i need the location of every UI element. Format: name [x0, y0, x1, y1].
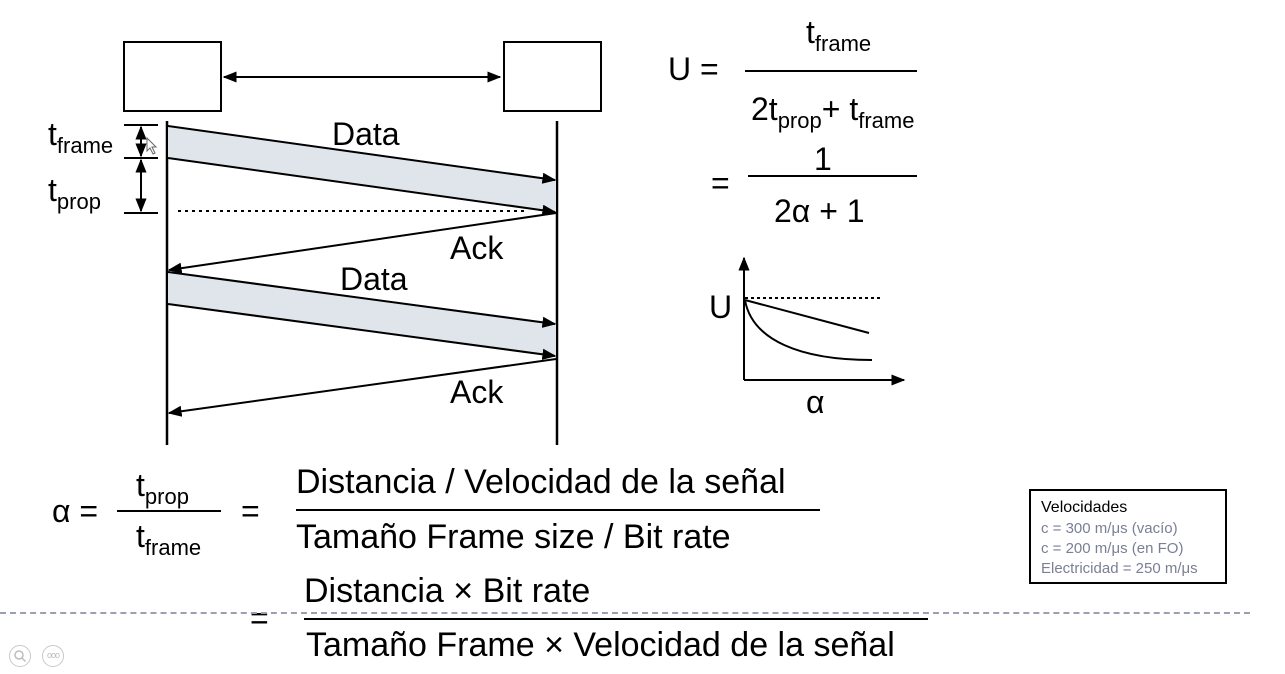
velocities-legend: Velocidades c = 300 m/μs (vacío) c = 200… — [1029, 489, 1227, 584]
legend-line-2: c = 200 m/μs (en FO) — [1041, 540, 1184, 557]
zoom-button[interactable] — [9, 645, 31, 667]
data-frame-band-1 — [168, 126, 556, 212]
u-den-frame-sub: frame — [858, 108, 915, 133]
u-fraction-line-2 — [748, 175, 917, 177]
alpha-denominator-2: Tamaño Frame × Velocidad de la señal — [306, 626, 895, 664]
slide-separator — [0, 612, 1250, 614]
legend-title: Velocidades — [1041, 499, 1128, 516]
more-dots-icon: ooo — [46, 650, 60, 660]
alpha-numerator-1: Distancia / Velocidad de la señal — [296, 463, 786, 501]
mini-chart-x-label: α — [806, 384, 825, 420]
data-label-1: Data — [332, 116, 400, 152]
mini-chart-y-label: U — [709, 289, 733, 325]
magnifier-icon — [14, 650, 27, 663]
u-equals: U = — [668, 51, 719, 87]
u-den-plus-t: + t — [821, 91, 859, 127]
u-num-t: t — [806, 14, 815, 50]
t-prop-label: tprop — [48, 172, 101, 213]
alpha-den-sub: frame — [144, 535, 202, 560]
alpha-denominator: tframe — [136, 518, 201, 559]
data-frame-band-2 — [168, 272, 556, 357]
station-a-box — [123, 41, 222, 112]
legend-line-1: c = 300 m/μs (vacío) — [1041, 520, 1178, 537]
u-numerator: tframe — [806, 14, 871, 55]
alpha-den-t: t — [136, 518, 145, 554]
ack-label-2: Ack — [450, 374, 504, 410]
t-prop-subscript: prop — [56, 189, 101, 214]
u-fraction-line-1 — [745, 70, 917, 72]
station-b-box — [503, 41, 602, 112]
t-frame-symbol: t — [48, 116, 57, 152]
u-equals-2: = — [711, 165, 730, 201]
alpha-fraction-line-2 — [296, 509, 820, 511]
ack-arrow-2 — [167, 358, 557, 417]
data-label-2: Data — [340, 261, 408, 297]
mouse-cursor-icon — [146, 136, 158, 155]
u-den-prop-sub: prop — [777, 108, 822, 133]
u-numerator-2: 1 — [814, 141, 832, 177]
alpha-num-t: t — [136, 467, 145, 503]
alpha-num-sub: prop — [144, 484, 189, 509]
alpha-equals: α = — [52, 493, 99, 529]
mini-chart-linear-curve — [744, 299, 870, 334]
u-denominator: 2tprop+ tframe — [751, 91, 914, 132]
alpha-denominator-1: Tamaño Frame size / Bit rate — [296, 518, 731, 556]
ack-label-1: Ack — [450, 230, 504, 266]
alpha-numerator-2: Distancia × Bit rate — [304, 572, 591, 610]
u-num-sub: frame — [814, 31, 872, 56]
more-options-button[interactable]: ooo — [42, 645, 64, 667]
alpha-numerator: tprop — [136, 467, 189, 508]
alpha-fraction-line — [117, 510, 221, 512]
alpha-equals-3: = — [250, 600, 269, 636]
u-denominator-2: 2α + 1 — [774, 193, 865, 229]
t-prop-symbol: t — [48, 172, 57, 208]
alpha-fraction-line-3 — [304, 618, 928, 620]
ack-arrow-1 — [167, 212, 557, 274]
mini-chart-decay-curve — [744, 299, 873, 361]
t-frame-subscript: frame — [56, 133, 114, 158]
u-den-2t: 2t — [751, 91, 778, 127]
alpha-equals-2: = — [241, 493, 260, 529]
t-frame-label: tframe — [48, 116, 113, 157]
legend-line-3: Electricidad = 250 m/μs — [1041, 560, 1198, 577]
